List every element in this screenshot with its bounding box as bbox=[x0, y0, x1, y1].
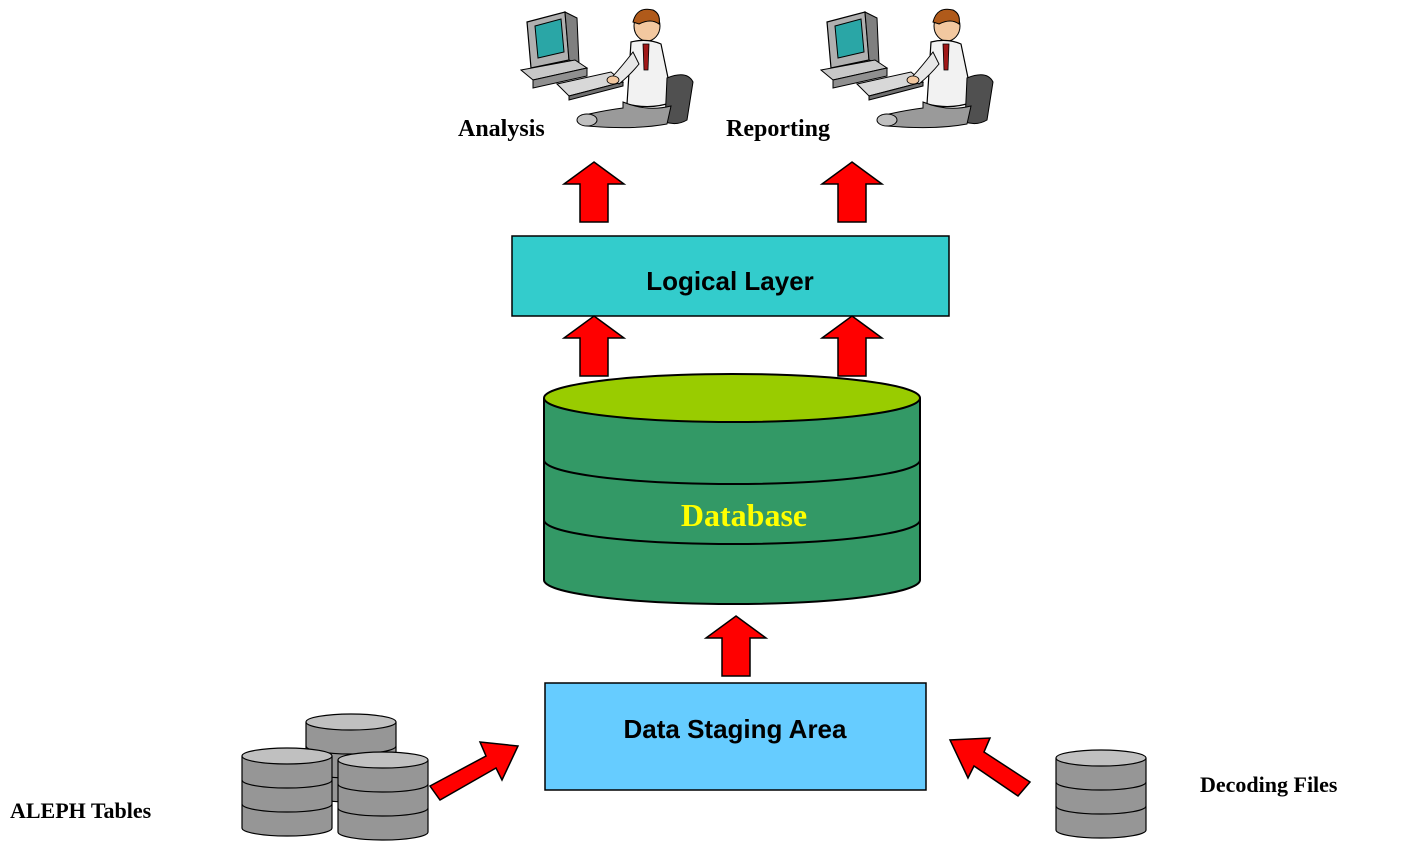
aleph-disk-left-icon bbox=[241, 747, 333, 837]
database-cylinder: Database bbox=[543, 373, 921, 605]
data-staging-area-label: Data Staging Area bbox=[624, 714, 848, 744]
reporting-workstation-icon bbox=[820, 8, 994, 129]
logical-layer-label: Logical Layer bbox=[646, 266, 814, 296]
arrow-up-to-analysis-icon bbox=[563, 161, 625, 223]
analysis-label: Analysis bbox=[458, 116, 545, 142]
arrow-db-to-logical-left-icon bbox=[563, 315, 625, 377]
arrow-up-to-reporting-icon bbox=[821, 161, 883, 223]
database-label: Database bbox=[681, 497, 807, 533]
reporting-label: Reporting bbox=[726, 116, 830, 142]
aleph-tables-label: ALEPH Tables bbox=[10, 798, 152, 823]
aleph-tables-disk-stack bbox=[241, 713, 429, 841]
decoding-files-label: Decoding Files bbox=[1200, 772, 1338, 797]
analysis-workstation-icon bbox=[520, 8, 694, 129]
aleph-disk-right-icon bbox=[337, 751, 429, 841]
arrow-aleph-to-staging-icon bbox=[428, 741, 520, 801]
arrow-db-to-logical-right-icon bbox=[821, 315, 883, 377]
logical-layer-box: Logical Layer bbox=[511, 235, 950, 317]
arrow-decoding-to-staging-icon bbox=[948, 737, 1032, 797]
arrow-staging-to-db-icon bbox=[705, 615, 767, 677]
data-staging-area-box: Data Staging Area bbox=[544, 682, 927, 791]
decoding-files-disk-icon bbox=[1055, 749, 1147, 839]
